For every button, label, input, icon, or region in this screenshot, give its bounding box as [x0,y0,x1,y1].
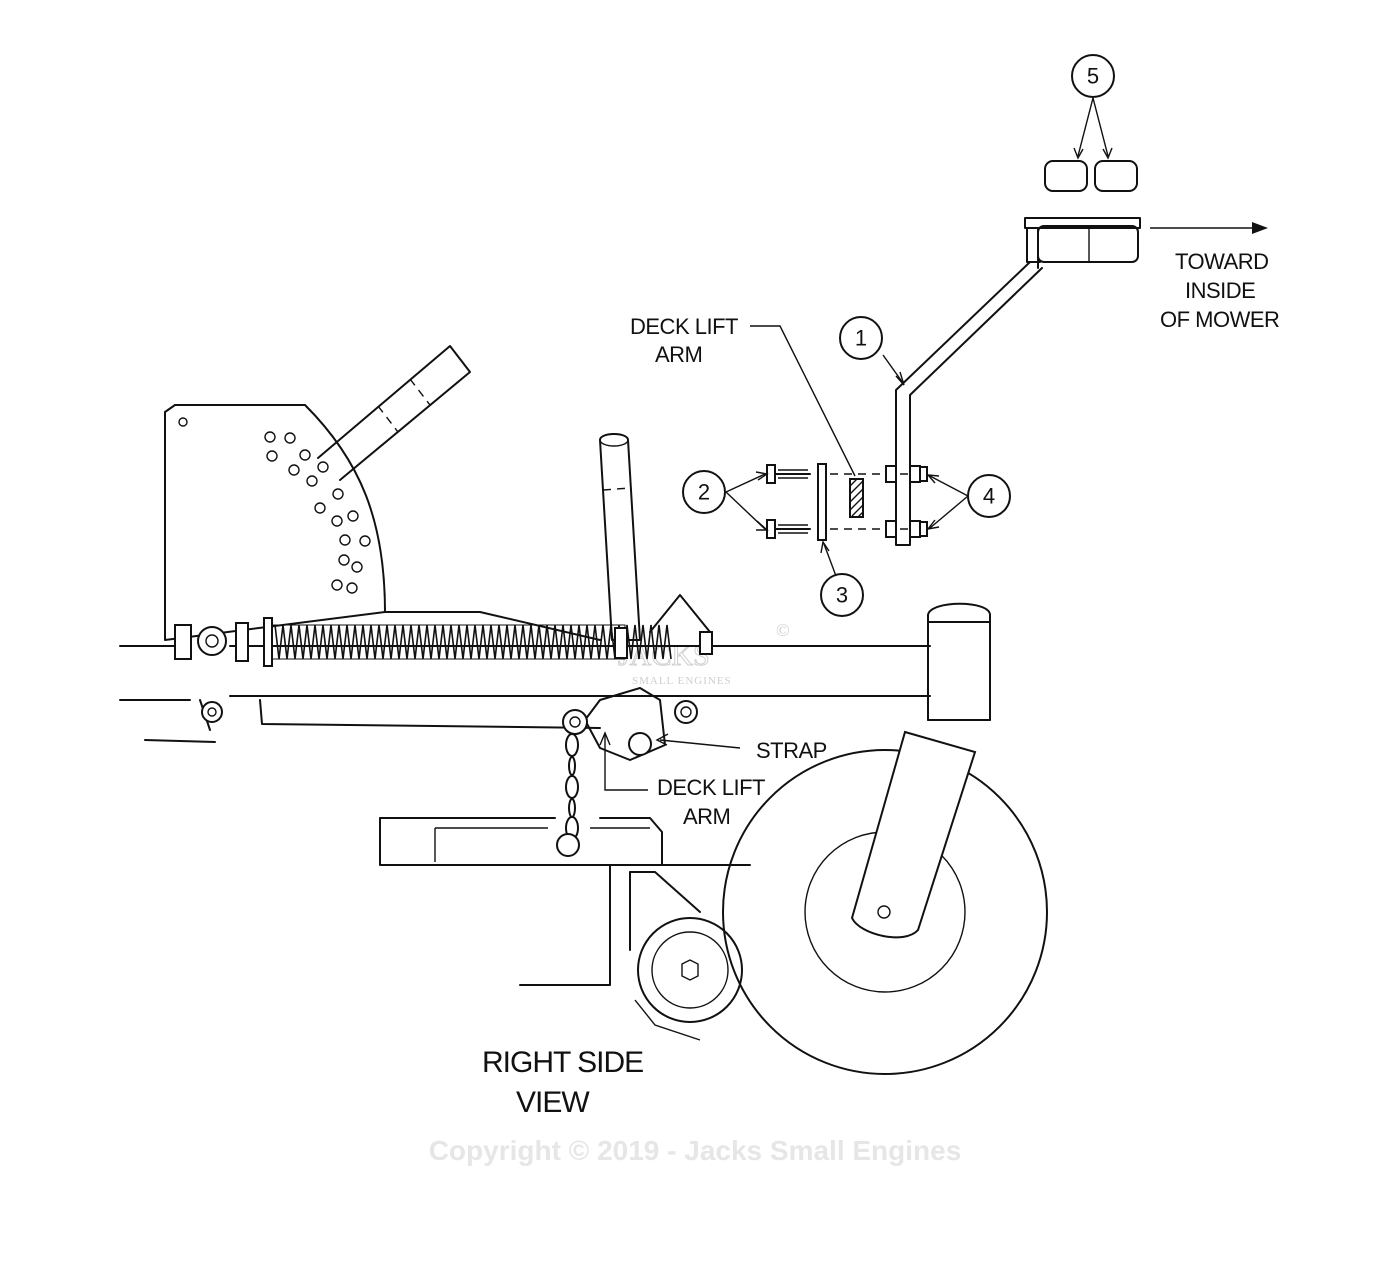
foot-pads [1044,97,1138,192]
toward-label-line1: TOWARD [1175,249,1269,274]
spring [269,624,672,660]
chain [556,733,580,857]
caster-wheel [722,730,1048,1075]
callout-1: 1 [839,316,883,360]
deck-lift-arm-label-bottom-line1: DECK LIFT [657,775,765,800]
pedal-arm [895,217,1268,546]
callout-5: 5 [1071,54,1115,98]
strap-label: STRAP [756,738,827,763]
deck-lift-arm-label-top-line1: DECK LIFT [630,314,738,339]
deck-lift-arm-label-bottom-line2: ARM [683,804,730,829]
callout-2: 2 [682,470,726,514]
copyright-watermark: Copyright © 2019 - Jacks Small Engines [429,1135,962,1166]
hardware [766,463,928,541]
leader-lines [599,325,969,791]
view-title-line2: VIEW [516,1086,590,1119]
anti-scalp-wheel [637,917,743,1023]
callout-3: 3 [820,573,864,617]
jacks-logo-watermark: JACKS SMALL ENGINES © [618,620,791,687]
callout-4: 4 [967,474,1011,518]
mower-side-view [119,345,1048,1075]
watermark-logo-mark: © [776,620,791,640]
toward-label-line3: OF MOWER [1160,307,1279,332]
adjustment-holes [264,431,371,594]
svg-text:3: 3 [836,583,848,608]
svg-text:2: 2 [698,480,710,505]
svg-text:4: 4 [983,484,995,509]
svg-text:5: 5 [1087,64,1099,89]
view-title-line1: RIGHT SIDE [482,1046,643,1079]
svg-text:1: 1 [855,326,867,351]
deck-lift-arm-label-top-line2: ARM [655,342,702,367]
watermark-logo-sub: SMALL ENGINES [632,675,732,687]
toward-label-line2: INSIDE [1185,278,1255,303]
